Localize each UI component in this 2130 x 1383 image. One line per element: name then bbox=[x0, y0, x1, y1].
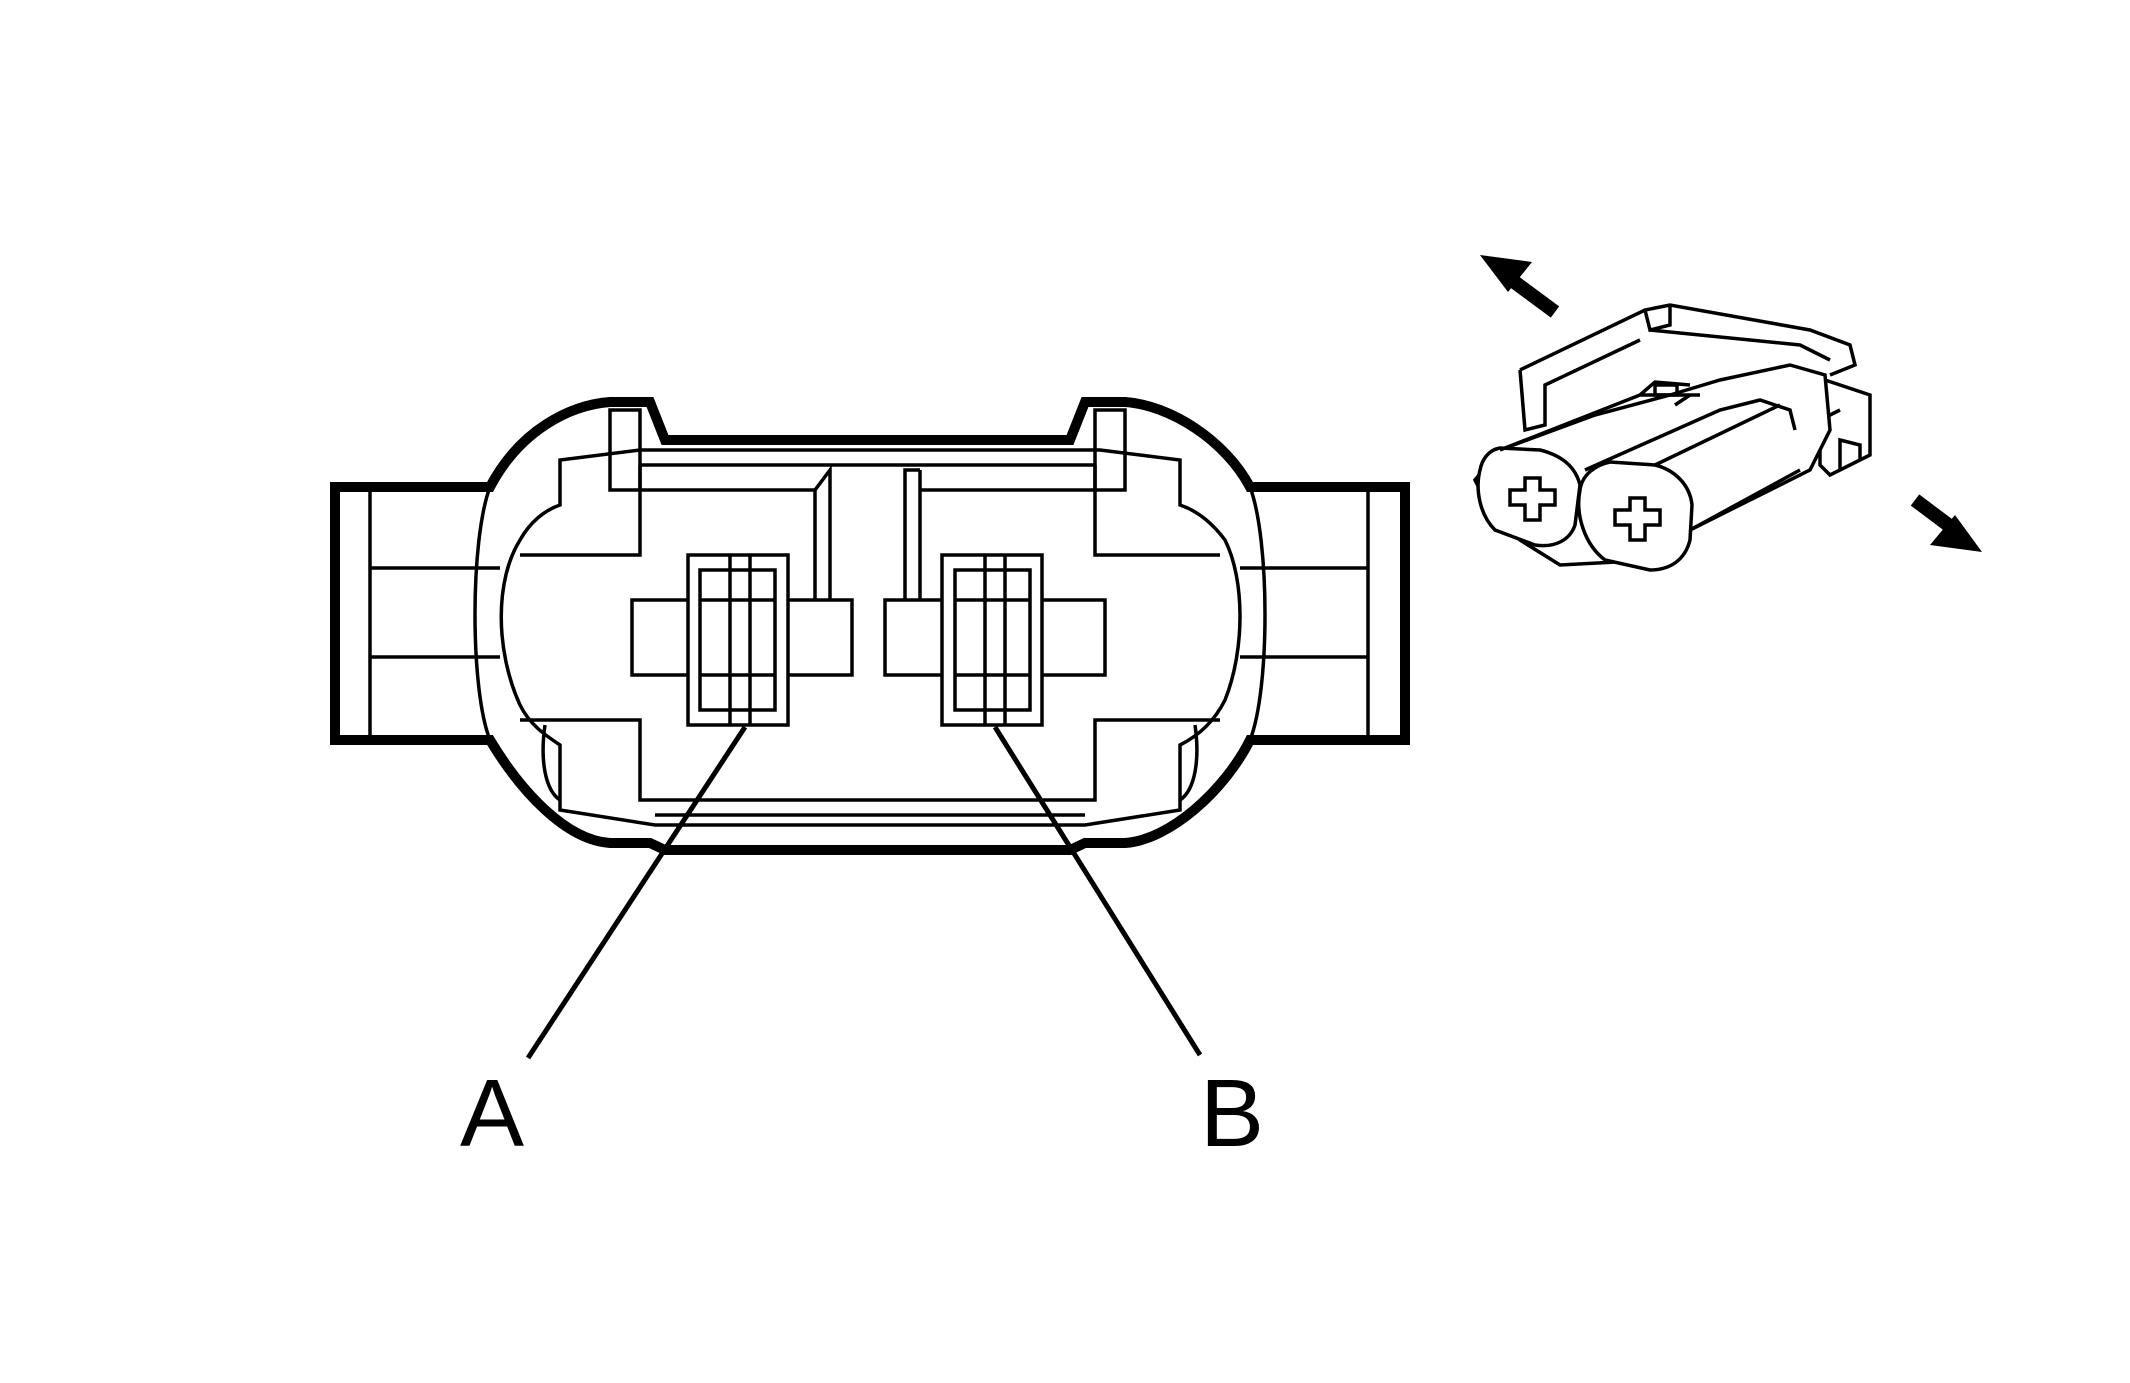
inner-body-outline bbox=[499, 448, 1242, 827]
housing-outline-top bbox=[330, 397, 1410, 855]
terminal-b bbox=[883, 553, 1107, 727]
left-upper-post bbox=[608, 408, 642, 492]
left-upper-block bbox=[640, 464, 832, 614]
right-flange bbox=[1240, 490, 1370, 737]
lower-cavity-frame bbox=[520, 718, 1220, 802]
right-inner-lobe bbox=[1248, 486, 1267, 741]
left-flange bbox=[368, 490, 500, 737]
direction-arrow-icon-upper-left bbox=[1480, 255, 1560, 318]
callout-label-a: A bbox=[460, 1060, 524, 1167]
leader-line-b bbox=[992, 725, 1203, 1057]
connector-face-view: A B bbox=[330, 397, 1410, 1167]
left-inner-lobe bbox=[473, 486, 492, 741]
leader-line-a bbox=[525, 725, 748, 1060]
connector-latch bbox=[1519, 303, 1858, 377]
upper-cavity-frame bbox=[520, 463, 1220, 557]
connector-nose-left bbox=[1476, 446, 1582, 548]
direction-arrow-icon-lower-right bbox=[1910, 494, 1982, 552]
callout-label-b: B bbox=[1200, 1060, 1264, 1167]
connector-nose-right bbox=[1577, 460, 1694, 572]
connector-3d-view bbox=[1472, 255, 1982, 572]
right-upper-post bbox=[1093, 408, 1127, 492]
terminal-a bbox=[630, 553, 854, 727]
